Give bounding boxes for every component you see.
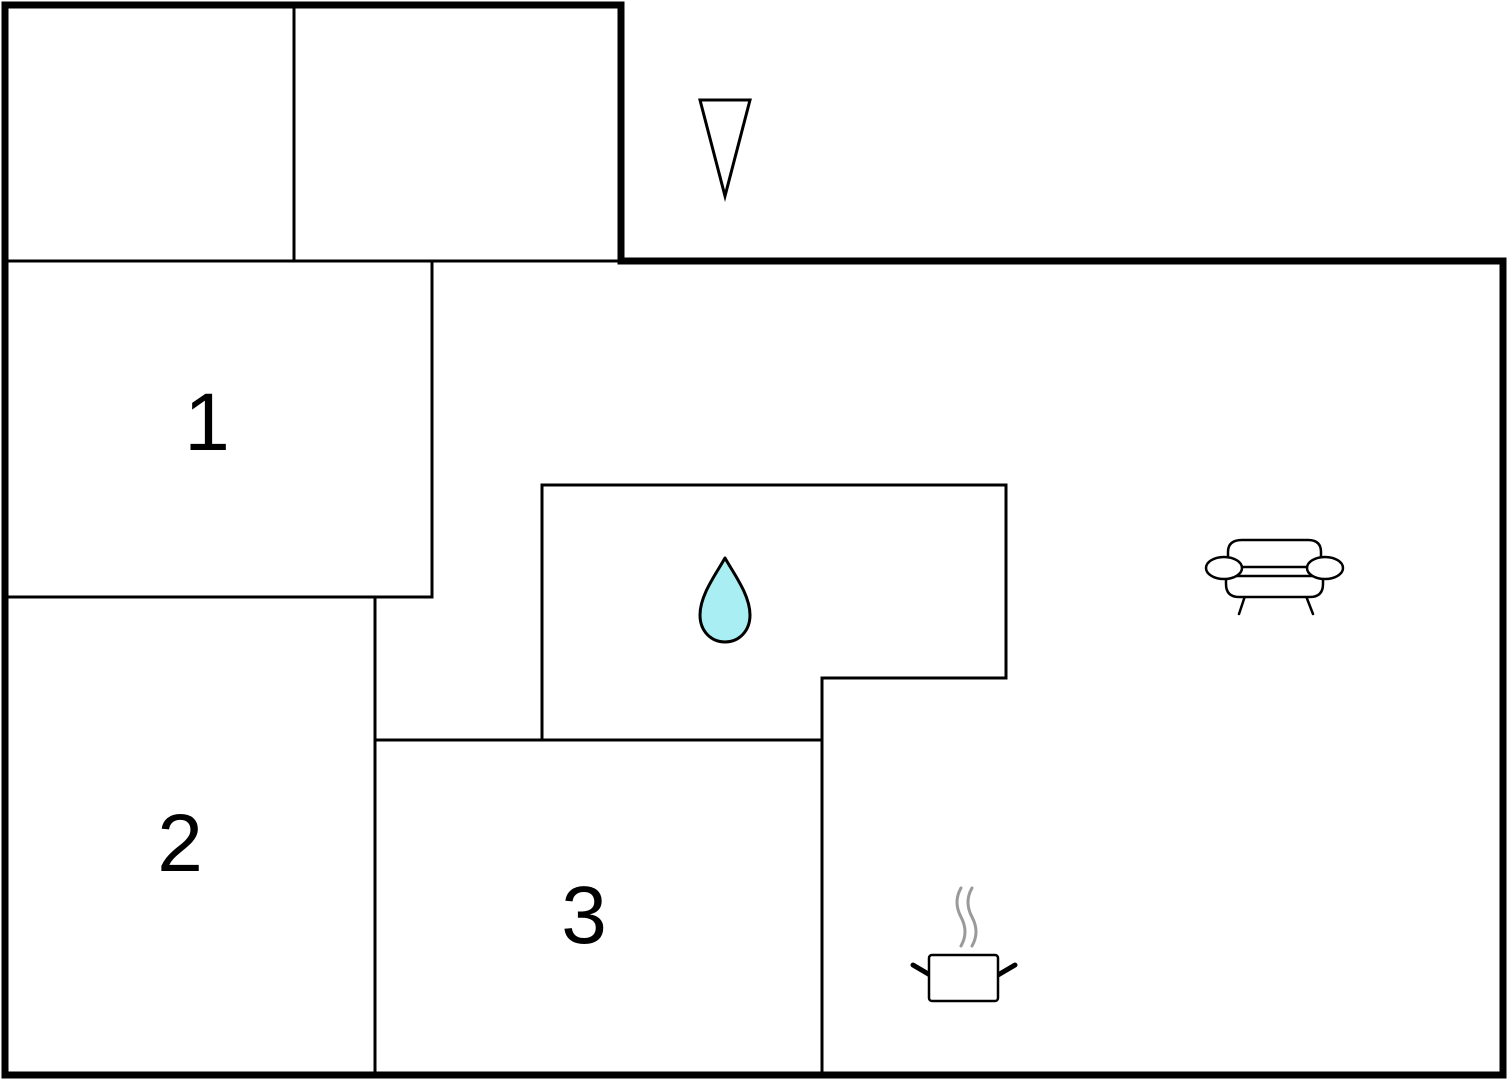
- room-label-1: 1: [184, 377, 230, 468]
- water-drop-icon: [698, 556, 752, 644]
- room-label-2: 2: [157, 798, 203, 889]
- wall-room-1: [5, 261, 434, 599]
- wall-bathroom: [540, 483, 1008, 740]
- room-label-3: 3: [561, 870, 607, 961]
- interior-walls: [5, 5, 1008, 1075]
- cooking-pot-icon: [910, 886, 1018, 1003]
- entrance-marker-icon: [698, 98, 752, 202]
- sofa-icon: [1204, 538, 1345, 616]
